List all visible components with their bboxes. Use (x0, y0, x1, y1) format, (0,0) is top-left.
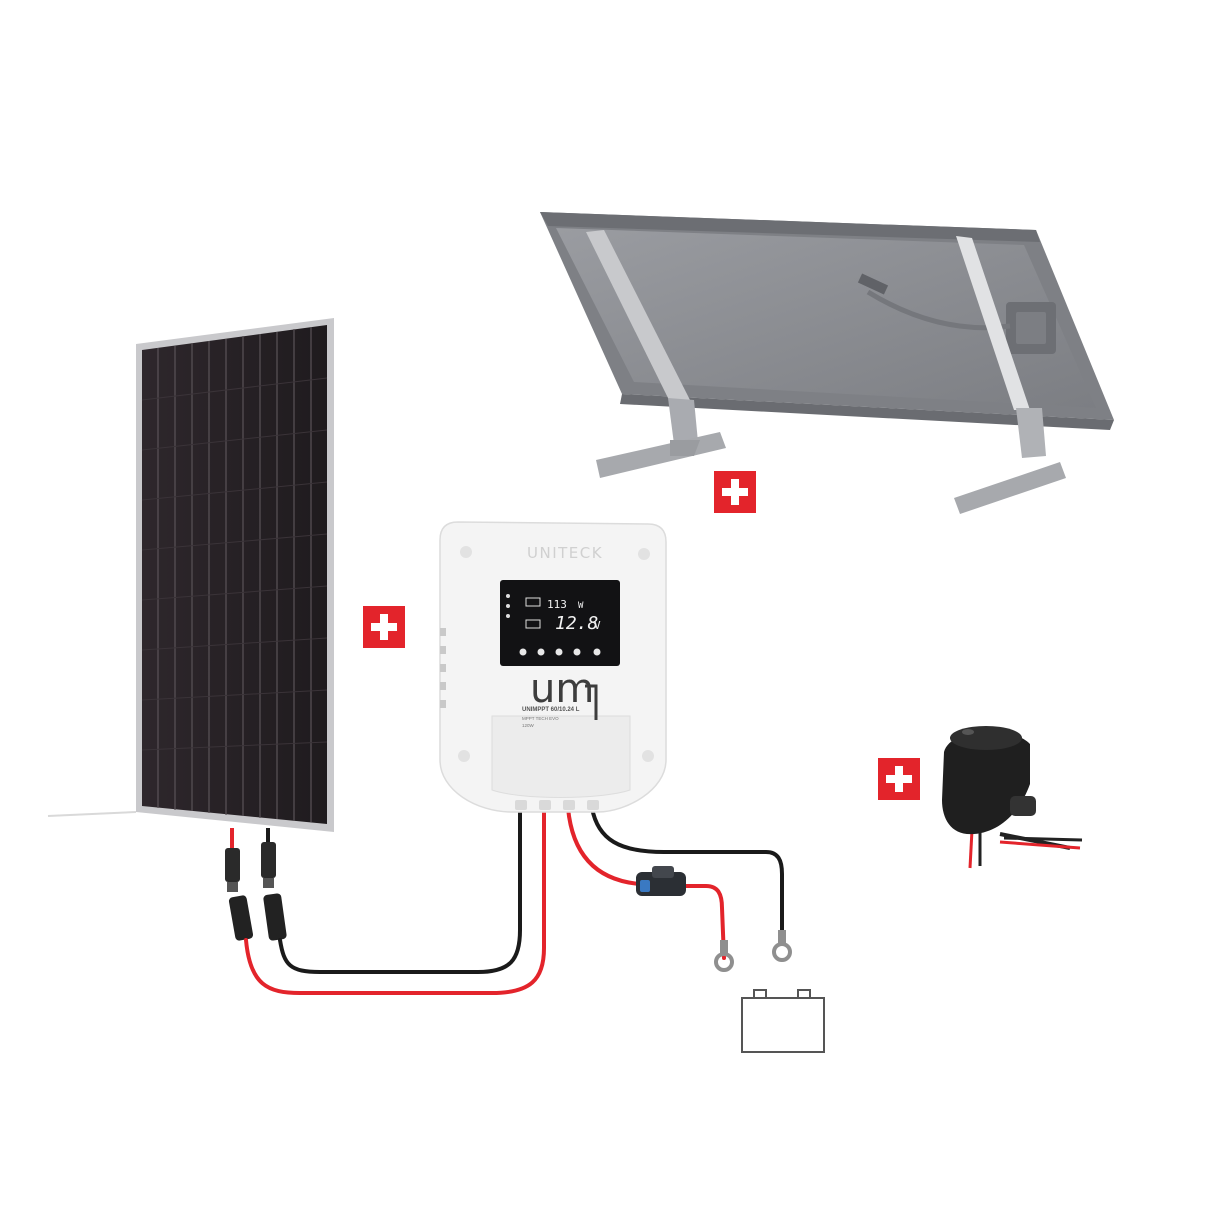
charge-controller: UNITECK 113 W 12.8 V um UNIMPPT 60/10.24… (439, 521, 667, 813)
mc4-connector-icon (225, 828, 287, 941)
solar-panel (47, 318, 334, 832)
panel-mount-bracket (540, 212, 1114, 514)
controller-button-4[interactable] (573, 648, 581, 656)
controller-model: UNIMPPT 60/10.24 L (522, 707, 580, 713)
controller-button-1[interactable] (519, 648, 527, 656)
um-logo: um (530, 666, 594, 712)
lcd-power-value: 113 (547, 598, 567, 611)
cable-entry-gland (942, 726, 1083, 869)
lcd-voltage-unit: V (594, 619, 601, 632)
plus-icon (878, 758, 920, 800)
brand-logo: UNITECK (527, 544, 603, 562)
cable-gland-icon (515, 800, 599, 810)
ring-terminal-icon (714, 930, 792, 972)
controller-subline-1: MPPT TECH EVO (522, 716, 559, 721)
lcd-power-unit: W (578, 601, 584, 611)
battery-cables (566, 806, 784, 960)
controller-button-5[interactable] (593, 648, 601, 656)
fuse-icon (636, 866, 686, 896)
controller-button-3[interactable] (555, 648, 563, 656)
controller-button-2[interactable] (537, 648, 545, 656)
battery-icon (741, 989, 825, 1053)
pv-cables (244, 806, 546, 995)
controller-subline-2: 120W (522, 723, 535, 728)
lcd-voltage-value: 12.8 (555, 613, 598, 634)
plus-icon (363, 606, 405, 648)
plus-icon (714, 471, 756, 513)
